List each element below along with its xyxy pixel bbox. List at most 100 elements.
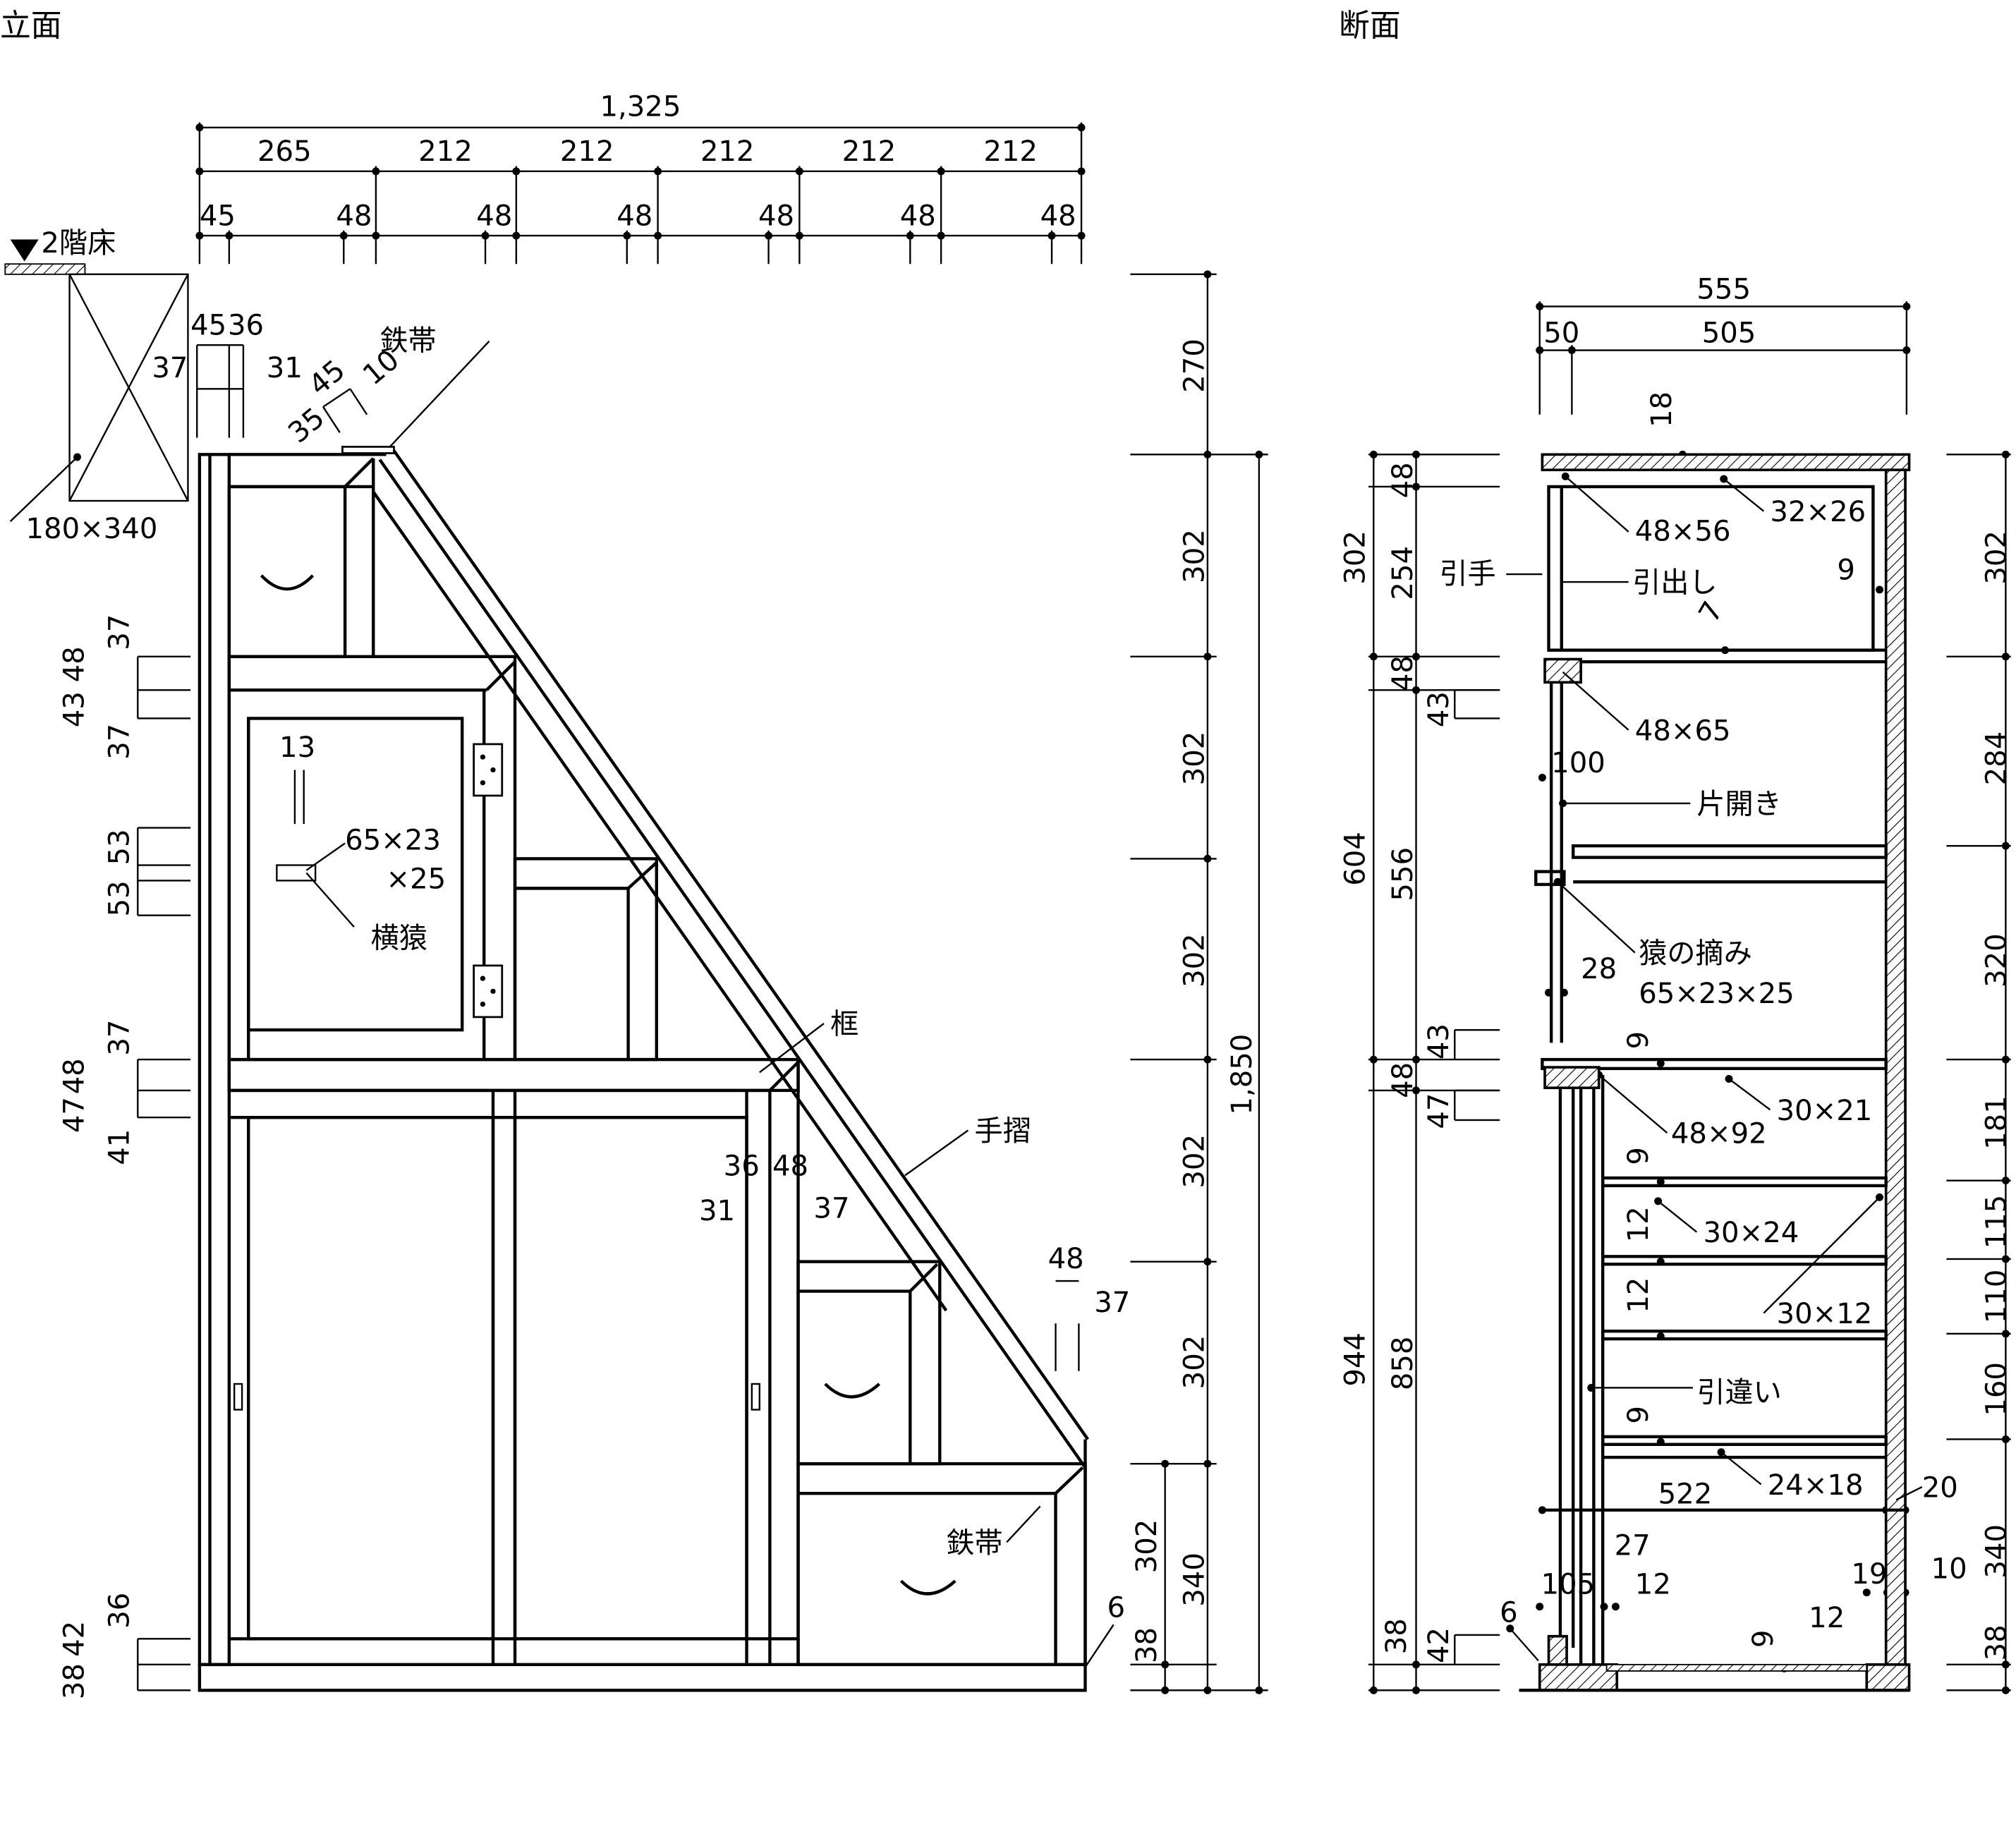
elevation-view <box>4 122 1268 1694</box>
dimension-label: 212 <box>418 135 473 168</box>
stair-cabinet-outline <box>198 449 1089 1692</box>
dimension-label: 320 <box>1980 933 2012 988</box>
dimension-label: 43 <box>59 691 91 727</box>
annotation-label: 鉄帯 <box>946 1527 1002 1560</box>
dimension-label: 505 <box>1702 317 1756 350</box>
annotation-label: 180×340 <box>26 513 158 545</box>
dimension-label: 302 <box>1178 933 1210 988</box>
rail-detail-lines <box>196 340 490 451</box>
annotation-label: 6 <box>1107 1591 1126 1624</box>
dimension-label: 38 <box>59 1663 91 1699</box>
dimension-label: 38 <box>1131 1627 1163 1663</box>
hinge-icon <box>473 743 504 797</box>
dimension-label: 160 <box>1980 1362 2012 1416</box>
annotation-label: 18 <box>1646 391 1678 427</box>
annotation-label: 片開き <box>1696 789 1781 821</box>
annotation-label: 31 <box>267 352 303 384</box>
dimension-label: 265 <box>257 135 312 168</box>
dimension-label: 270 <box>1178 339 1210 393</box>
annotation-label: 9 <box>1747 1630 1780 1648</box>
dimension-label: 42 <box>1423 1627 1455 1663</box>
annotation-label: 12 <box>1622 1206 1655 1242</box>
annotation-label: 105 <box>1541 1568 1596 1600</box>
dimension-label: 302 <box>1178 1134 1210 1189</box>
annotation-label: 522 <box>1658 1478 1713 1511</box>
dimension-label: 340 <box>1178 1553 1210 1607</box>
dimension-label: 38 <box>1980 1624 2012 1660</box>
dimension-label: 37 <box>104 1020 136 1056</box>
dimension-label: 36 <box>104 1593 136 1629</box>
dimension-label: 181 <box>1980 1095 2012 1150</box>
annotation-label: 猿の摘み <box>1639 937 1752 970</box>
dimension-label: 284 <box>1980 731 2012 786</box>
annotation-label: 6 <box>1500 1597 1518 1629</box>
dimension-label: 115 <box>1980 1195 2012 1249</box>
section-view <box>1368 301 2011 1694</box>
dimension-label: 48 <box>336 200 372 232</box>
dimension-label: 47 <box>59 1097 91 1133</box>
annotation-label: 32×26 <box>1770 496 1866 528</box>
dimension-label: 48 <box>900 200 936 232</box>
dimension-label: 47 <box>1423 1093 1455 1129</box>
dimension-label: 302 <box>1980 530 2012 585</box>
dimension-label: 48 <box>617 200 652 232</box>
dimension-label: 53 <box>104 829 136 865</box>
annotation-label: 引手 <box>1439 558 1495 590</box>
annotation-label: 9 <box>1837 554 1855 586</box>
floor-slab <box>4 263 86 275</box>
annotation-label: 手摺 <box>975 1115 1031 1148</box>
view-title: 立面 <box>0 8 62 44</box>
side-latch-icon <box>276 770 355 928</box>
dimension-label: 302 <box>1178 1335 1210 1390</box>
top-dimension-lines <box>198 122 1083 265</box>
annotation-label: 30×24 <box>1704 1217 1799 1249</box>
annotation-label: 48×56 <box>1635 516 1731 548</box>
annotation-label: 12 <box>1635 1568 1671 1600</box>
dimension-label: 43 <box>1423 1023 1455 1059</box>
annotation-label: 10 <box>1931 1553 1967 1586</box>
floor-level-marker-icon <box>10 239 39 262</box>
door-pull-icon <box>233 1383 243 1411</box>
dimension-label: 48 <box>758 200 794 232</box>
hinge-icon <box>473 964 504 1019</box>
dimension-label: 48 <box>1387 655 1419 691</box>
annotation-label: 65×23×25 <box>1639 978 1795 1010</box>
annotation-label: 框 <box>830 1009 858 1041</box>
dimension-label: 556 <box>1387 847 1419 901</box>
dimension-label: 1,325 <box>600 90 681 123</box>
dimension-label: 944 <box>1340 1332 1372 1387</box>
annotation-label: 37 <box>152 352 188 384</box>
annotation-label: 100 <box>1551 747 1605 779</box>
dimension-label: 48 <box>476 200 512 232</box>
annotation-label: 引違い <box>1696 1377 1781 1409</box>
annotation-label: 9 <box>1622 1406 1655 1424</box>
left-dimension-lines <box>137 655 191 1691</box>
dimension-label: 37 <box>813 1193 849 1225</box>
dimension-label: 31 <box>699 1195 735 1227</box>
annotation-label: 横猿 <box>371 922 427 954</box>
dimension-label: 212 <box>560 135 614 168</box>
dimension-label: 43 <box>1423 691 1455 727</box>
iron-band-top <box>341 446 395 454</box>
annotation-label: 65×23 <box>345 825 441 857</box>
annotation-label: 36 <box>228 310 264 342</box>
annotation-label: 45 <box>303 354 351 402</box>
annotation-label: ×25 <box>387 863 447 895</box>
annotation-label: 2階床 <box>41 227 116 260</box>
dimension-label: 1,850 <box>1226 1034 1258 1115</box>
annotation-label: 19 <box>1851 1558 1887 1591</box>
dimension-label: 48 <box>1040 200 1076 232</box>
dimension-label: 38 <box>1380 1618 1413 1654</box>
annotation-label: 7 <box>1693 596 1730 628</box>
dimension-label: 48 <box>59 646 91 682</box>
dimension-dots <box>195 123 1086 240</box>
annotation-label: 27 <box>1615 1530 1651 1562</box>
dimension-label: 858 <box>1387 1337 1419 1391</box>
dimension-label: 302 <box>1131 1519 1163 1574</box>
drawer-pull-icon <box>824 1383 880 1399</box>
annotation-label: 12 <box>1809 1602 1845 1634</box>
dimension-label: 212 <box>700 135 755 168</box>
section-leader-lines <box>1506 475 1923 1662</box>
annotation-label: 30×21 <box>1777 1095 1873 1127</box>
dimension-label: 48 <box>59 1058 91 1094</box>
